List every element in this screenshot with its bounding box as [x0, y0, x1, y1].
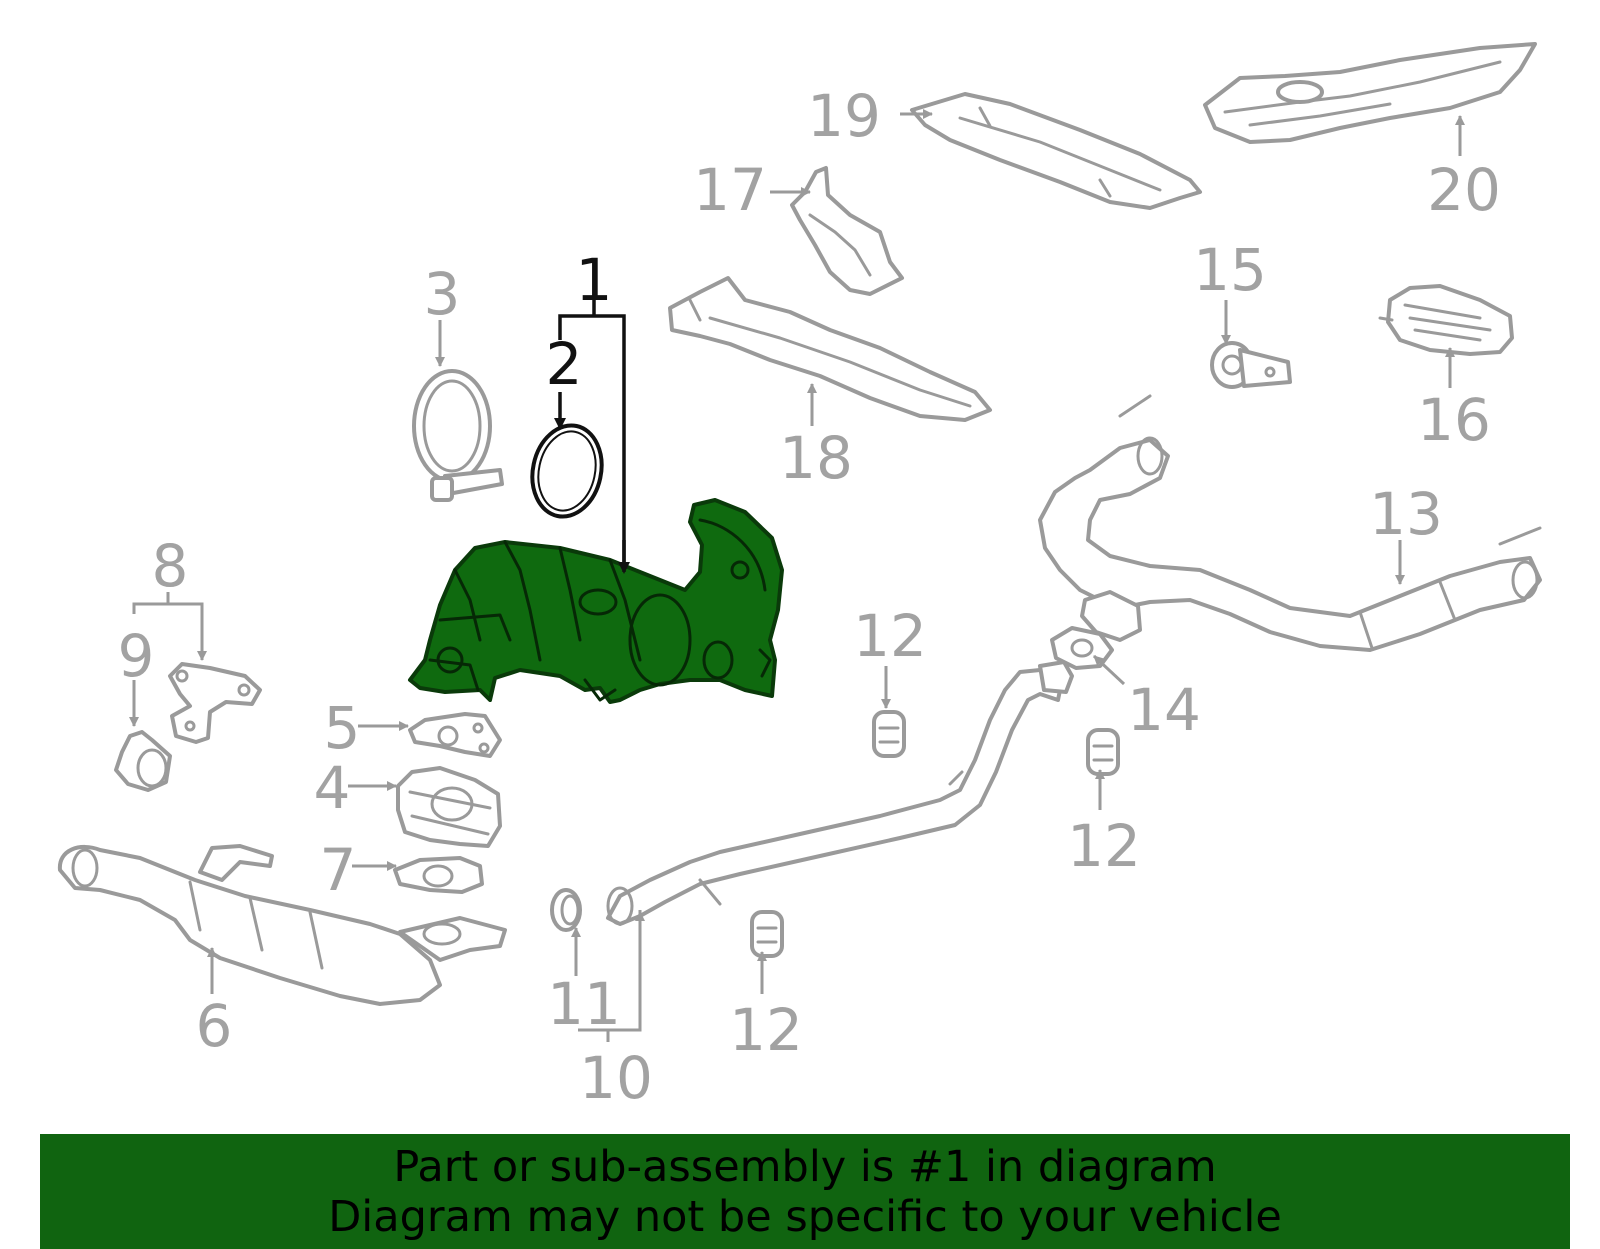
- callout-17: 17: [693, 156, 767, 224]
- callout-1: 1: [576, 246, 613, 314]
- part-9-isolator: [114, 730, 172, 792]
- part-19-heat-shield: [910, 92, 1202, 210]
- callout-12a: 12: [853, 602, 927, 670]
- callout-15: 15: [1193, 236, 1267, 304]
- part-3-clamp: [412, 369, 504, 502]
- part-10-exhaust-pipe: [606, 660, 1074, 926]
- callout-16: 16: [1417, 386, 1491, 454]
- part-1-catalytic-converter: [408, 498, 784, 704]
- part-20-heat-shield: [1203, 42, 1537, 144]
- part-18-heat-shield: [668, 276, 992, 422]
- callout-13: 13: [1369, 480, 1443, 548]
- callout-11: 11: [547, 970, 621, 1038]
- banner-line-1: Part or sub-assembly is #1 in diagram: [393, 1142, 1217, 1192]
- part-13-y-pipe: [1038, 394, 1542, 652]
- part-15-grommet: [1210, 341, 1292, 389]
- callout-12b: 12: [1067, 812, 1141, 880]
- callout-14: 14: [1127, 676, 1201, 744]
- part-12-hanger-c: [750, 910, 784, 958]
- callout-8: 8: [152, 532, 189, 600]
- part-11-clamp: [550, 888, 582, 932]
- callout-5: 5: [324, 694, 361, 762]
- banner-line-2: Diagram may not be specific to your vehi…: [328, 1192, 1282, 1242]
- info-banner: Part or sub-assembly is #1 in diagram Di…: [40, 1134, 1570, 1249]
- callout-10: 10: [579, 1044, 653, 1112]
- callout-3: 3: [424, 260, 461, 328]
- part-8-bracket: [168, 662, 262, 744]
- part-12-hanger-a: [872, 710, 906, 758]
- callout-2: 2: [546, 330, 583, 398]
- callout-7: 7: [320, 836, 357, 904]
- callout-9: 9: [118, 622, 155, 690]
- part-17-heat-shield-bracket: [790, 166, 904, 296]
- part-4-flange: [396, 766, 502, 848]
- part-6-converter: [57, 844, 507, 1006]
- part-7-gasket: [393, 856, 484, 894]
- callout-6: 6: [196, 992, 233, 1060]
- callout-4: 4: [314, 754, 351, 822]
- leader-lines: [129, 109, 1465, 1042]
- part-5-gasket: [408, 712, 502, 758]
- leader-lines-highlight: [554, 300, 630, 574]
- part-12-hanger-b: [1086, 728, 1120, 776]
- callout-18: 18: [779, 424, 853, 492]
- callout-20: 20: [1427, 156, 1501, 224]
- callout-19: 19: [807, 82, 881, 150]
- callout-12c: 12: [729, 996, 803, 1064]
- part-2-gasket: [530, 423, 604, 519]
- callout-labels: 1 2 3 4 5 6 7 8 9 10 11 12 12 12 13 14 1…: [118, 82, 1501, 1112]
- part-16-sensor-module: [1378, 284, 1514, 356]
